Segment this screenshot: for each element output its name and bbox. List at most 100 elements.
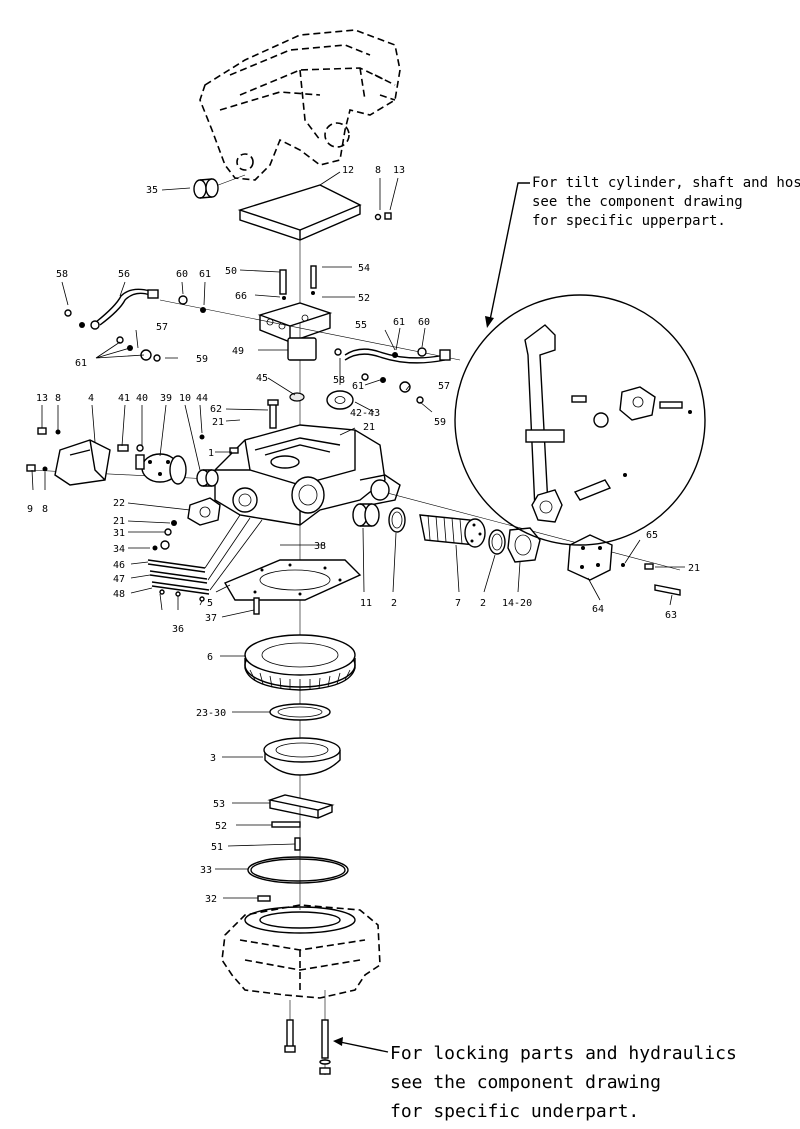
label-leaders bbox=[31, 171, 685, 899]
part-23-30-gasket bbox=[269, 703, 331, 721]
label-9: 9 bbox=[27, 504, 33, 515]
part-49-valve-block bbox=[257, 302, 333, 361]
label-8-lower-left: 8 bbox=[42, 504, 48, 515]
part-7-shaft bbox=[419, 514, 486, 548]
label-32: 32 bbox=[205, 894, 217, 905]
label-14-20: 14-20 bbox=[502, 598, 532, 609]
label-66: 66 bbox=[235, 291, 247, 302]
part-2-seal-right bbox=[488, 529, 506, 555]
label-58-right: 58 bbox=[333, 375, 345, 386]
label-59-right: 59 bbox=[434, 417, 446, 428]
label-23-30: 23-30 bbox=[196, 708, 226, 719]
label-61-lower: 61 bbox=[75, 358, 87, 369]
upper-note-line-3: for specific upperpart. bbox=[532, 213, 726, 229]
upper-bracket-outline bbox=[199, 29, 401, 181]
label-63: 63 bbox=[665, 610, 677, 621]
label-42-43: 42-43 bbox=[350, 408, 380, 419]
part-35-bushing bbox=[193, 178, 219, 199]
label-6: 6 bbox=[207, 652, 213, 663]
part-64-end-cap bbox=[567, 534, 613, 581]
part-52-51-fasteners bbox=[271, 821, 301, 851]
label-21-c: 21 bbox=[113, 516, 125, 527]
part-42-43-washer bbox=[326, 390, 354, 410]
label-48: 48 bbox=[113, 589, 125, 600]
label-8-left: 8 bbox=[55, 393, 61, 404]
part-2-seal-left bbox=[388, 507, 406, 533]
part-53-block bbox=[267, 794, 335, 819]
lower-note-line-3: for specific underpart. bbox=[390, 1101, 639, 1122]
part-5-base-plate bbox=[223, 559, 362, 601]
label-61-right-lower: 61 bbox=[352, 381, 364, 392]
label-55: 55 bbox=[355, 320, 367, 331]
label-60-left: 60 bbox=[176, 269, 188, 280]
part-11-bushing bbox=[352, 503, 380, 527]
label-21-b: 21 bbox=[363, 422, 375, 433]
label-52-bottom: 52 bbox=[215, 821, 227, 832]
label-52-top: 52 bbox=[358, 293, 370, 304]
label-54: 54 bbox=[358, 263, 370, 274]
lower-note-line-2: see the component drawing bbox=[390, 1072, 661, 1093]
label-12: 12 bbox=[342, 165, 354, 176]
label-44: 44 bbox=[196, 393, 208, 404]
label-34: 34 bbox=[113, 544, 125, 555]
part-65-21-pin bbox=[621, 563, 654, 570]
label-13-left: 13 bbox=[36, 393, 48, 404]
part-55-hose bbox=[344, 348, 451, 364]
label-2-b: 2 bbox=[480, 598, 486, 609]
label-11: 11 bbox=[360, 598, 372, 609]
label-51: 51 bbox=[211, 842, 223, 853]
label-57-right: 57 bbox=[438, 381, 450, 392]
lower-note-line-1: For locking parts and hydraulics bbox=[390, 1043, 737, 1064]
label-50: 50 bbox=[225, 266, 237, 277]
part-6-slewing-ring bbox=[244, 634, 356, 691]
part-56-hose bbox=[90, 288, 159, 330]
part-62-bolt bbox=[267, 399, 279, 429]
label-35: 35 bbox=[146, 185, 158, 196]
label-33: 33 bbox=[200, 865, 212, 876]
part-12-cover-plate bbox=[237, 184, 362, 241]
label-61-left: 61 bbox=[199, 269, 211, 280]
label-7: 7 bbox=[455, 598, 461, 609]
part-39-motor bbox=[135, 453, 187, 485]
upper-note-line-1: For tilt cylinder, shaft and hoses bbox=[532, 175, 800, 191]
label-36: 36 bbox=[172, 624, 184, 635]
assembly-axis-lines bbox=[29, 174, 681, 1075]
label-21-d: 21 bbox=[688, 563, 700, 574]
label-1: 1 bbox=[208, 448, 214, 459]
lower-underpart-outline bbox=[221, 904, 381, 999]
label-31: 31 bbox=[113, 528, 125, 539]
label-22: 22 bbox=[113, 498, 125, 509]
label-39: 39 bbox=[160, 393, 172, 404]
label-21-a: 21 bbox=[212, 417, 224, 428]
label-62: 62 bbox=[210, 404, 222, 415]
part-14-20-plate bbox=[507, 527, 541, 563]
label-53: 53 bbox=[213, 799, 225, 810]
label-56: 56 bbox=[118, 269, 130, 280]
detail-circle-tilt-cylinder bbox=[454, 294, 706, 546]
upper-note-leader bbox=[485, 182, 530, 328]
label-38: 38 bbox=[314, 541, 326, 552]
label-64: 64 bbox=[592, 604, 604, 615]
left-hardware bbox=[26, 427, 239, 551]
part-3-bearing bbox=[263, 737, 341, 776]
label-65: 65 bbox=[646, 530, 658, 541]
label-5: 5 bbox=[207, 598, 213, 609]
lower-note-leader bbox=[333, 1037, 389, 1053]
bottom-bolts bbox=[284, 1019, 331, 1075]
label-10: 10 bbox=[179, 393, 191, 404]
label-58-left: 58 bbox=[56, 269, 68, 280]
label-2-a: 2 bbox=[391, 598, 397, 609]
label-45: 45 bbox=[256, 373, 268, 384]
label-47: 47 bbox=[113, 574, 125, 585]
small-fittings bbox=[64, 212, 427, 404]
part-45-plug bbox=[289, 392, 305, 402]
part-1-main-frame bbox=[214, 424, 401, 526]
label-61-right: 61 bbox=[393, 317, 405, 328]
label-3: 3 bbox=[210, 753, 216, 764]
upper-note-line-2: see the component drawing bbox=[532, 194, 743, 210]
label-41: 41 bbox=[118, 393, 130, 404]
label-37: 37 bbox=[205, 613, 217, 624]
label-13-top: 13 bbox=[393, 165, 405, 176]
label-4: 4 bbox=[88, 393, 94, 404]
